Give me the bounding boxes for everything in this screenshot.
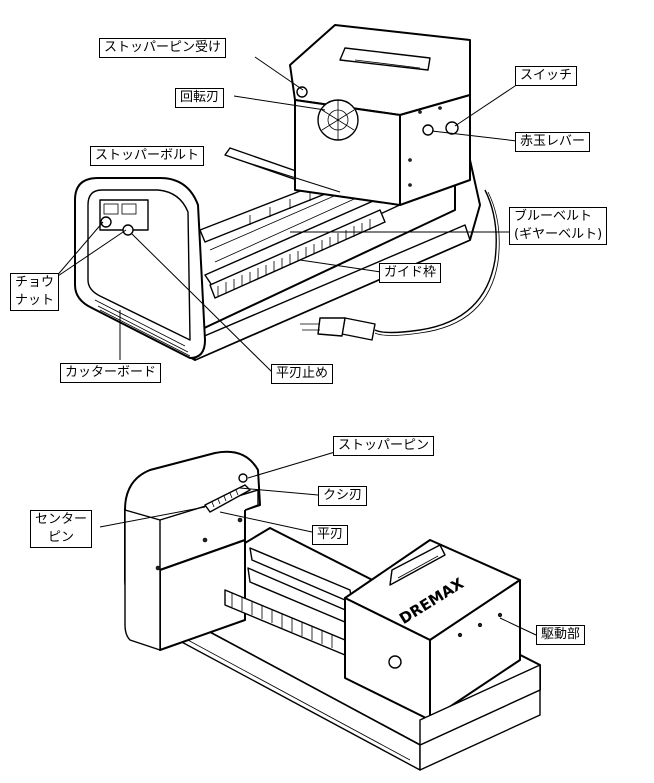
label-flat-blade-stop: 平刃止め — [271, 364, 334, 384]
label-blue-belt-line1: ブルーベルト — [514, 209, 593, 224]
label-stopper-bolt: ストッパーボルト — [90, 146, 205, 166]
label-cutter-board: カッターボード — [60, 363, 162, 383]
top-machine — [74, 24, 500, 361]
label-center-pin: センター ピン — [30, 510, 93, 548]
label-stopper-pin-holder: ストッパーピン受け — [99, 38, 227, 58]
label-drive-unit: 駆動部 — [536, 625, 586, 645]
label-red-ball-lever: 赤玉レバー — [515, 132, 591, 152]
label-flat-blade: 平刃 — [312, 525, 349, 545]
label-stopper-pin: ストッパーピン — [333, 436, 435, 456]
label-comb-blade: クシ刃 — [318, 486, 368, 506]
bottom-machine: DREMAX — [124, 450, 541, 771]
label-wing-nut-line1: チョウ — [15, 275, 55, 290]
label-center-pin-line1: センター — [35, 512, 88, 527]
leader-lines-bottom — [99, 451, 537, 636]
label-blue-belt-line2: (ギヤーベルト) — [514, 227, 603, 242]
label-blue-belt: ブルーベルト (ギヤーベルト) — [509, 207, 608, 245]
label-center-pin-line2: ピン — [48, 530, 75, 545]
label-rotary-blade: 回転刃 — [175, 88, 225, 108]
label-switch: スイッチ — [515, 66, 578, 86]
leader-lines-top — [54, 56, 519, 373]
label-guide-frame: ガイド枠 — [379, 263, 442, 283]
label-wing-nut-line2: ナット — [15, 293, 55, 308]
label-wing-nut: チョウ ナット — [10, 273, 60, 311]
